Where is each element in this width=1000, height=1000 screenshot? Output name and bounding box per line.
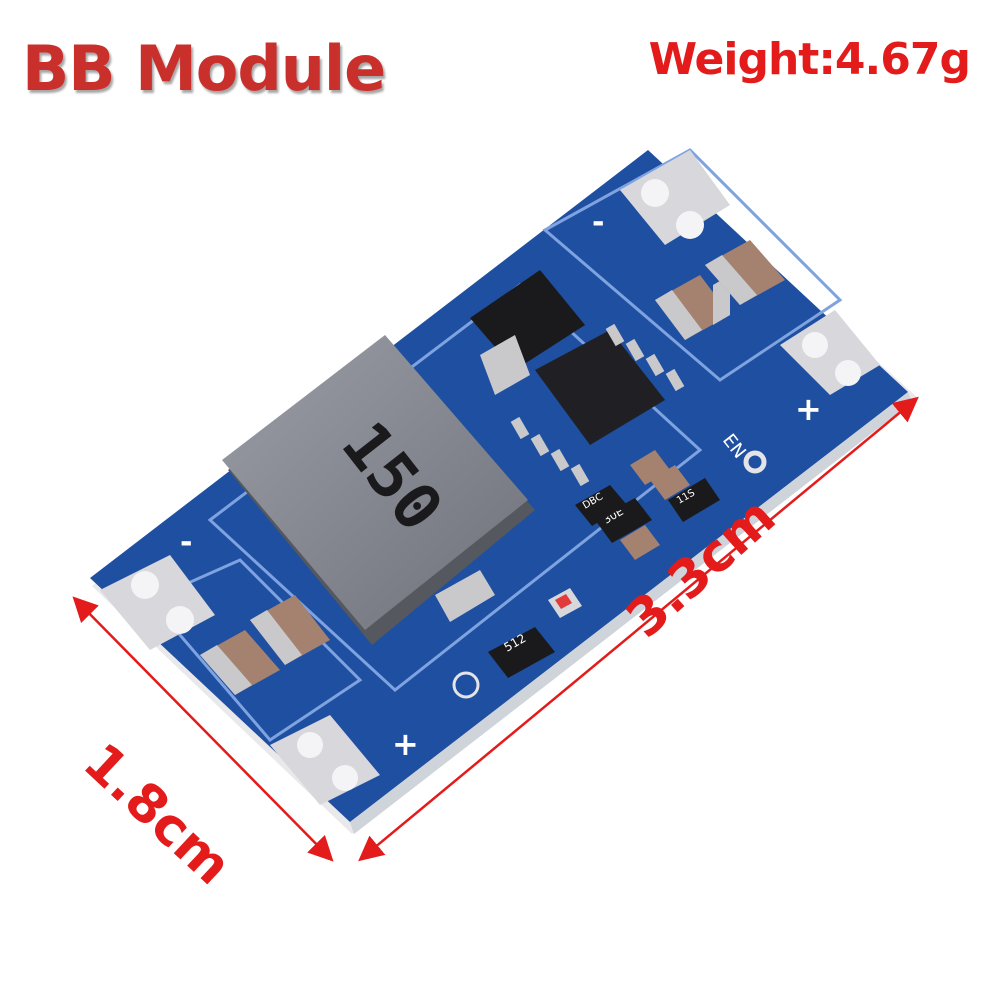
width-dimension-line <box>72 596 334 862</box>
minus-mark-top: - <box>592 205 604 240</box>
product-title: BB Module <box>22 32 386 105</box>
capacitor-top-2 <box>705 240 785 305</box>
diode-component <box>470 270 585 395</box>
solder-pad-top-plus <box>780 310 880 395</box>
plus-mark-bottom: + <box>392 725 419 763</box>
plus-mark-top: + <box>795 390 822 428</box>
minus-mark-bottom: - <box>180 525 192 560</box>
weight-label: Weight:4.67g <box>648 34 971 85</box>
solder-pad-top-minus <box>620 150 730 245</box>
length-dimension-line <box>358 396 919 862</box>
